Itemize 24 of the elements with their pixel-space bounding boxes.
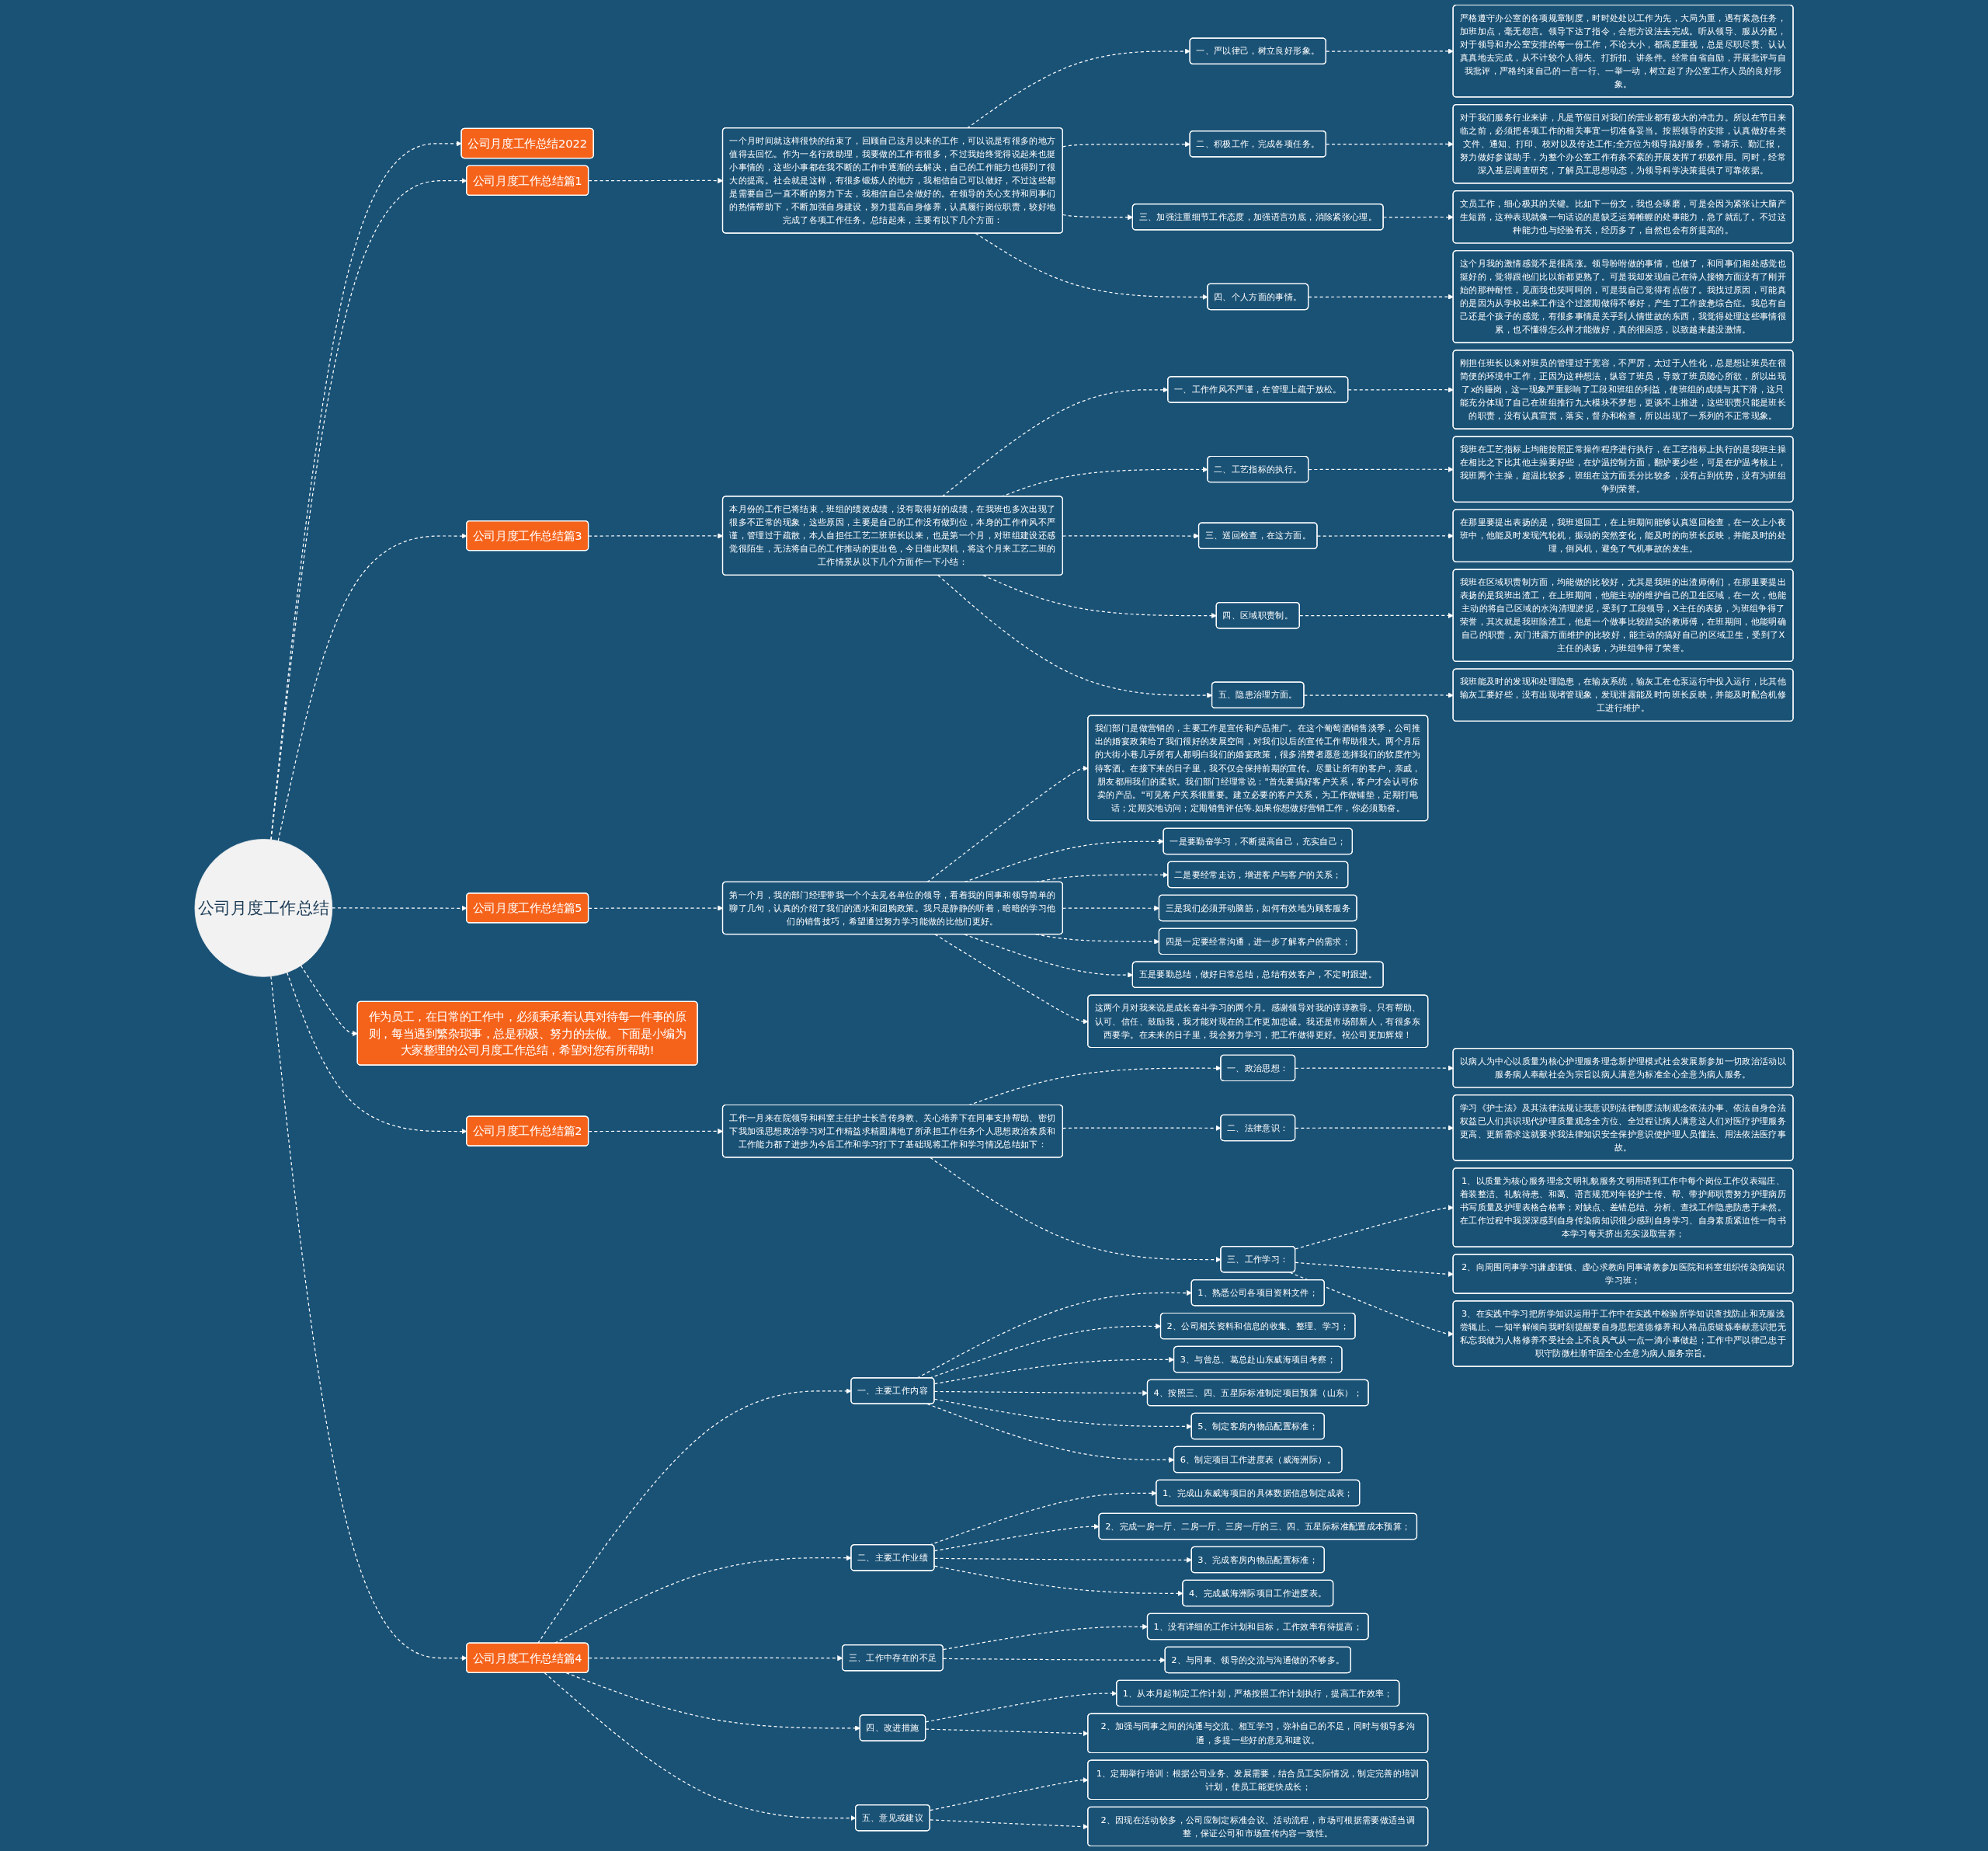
arrow (933, 1398, 1192, 1429)
arrow (1316, 533, 1454, 539)
arrow (1295, 1065, 1454, 1071)
arrow (1289, 1272, 1454, 1337)
arrow (1062, 141, 1190, 148)
arrow (916, 1289, 1192, 1379)
arrow (565, 1672, 860, 1731)
arrow (1347, 387, 1454, 393)
arrow (933, 1557, 1192, 1563)
arrow (1295, 1125, 1454, 1131)
arrow (966, 48, 1190, 129)
arrow (1299, 612, 1454, 619)
arrow (933, 1523, 1100, 1552)
arrow (1326, 48, 1454, 54)
arrow (982, 575, 1217, 619)
arrow (1308, 294, 1454, 300)
arrow (1295, 1205, 1454, 1250)
arrow (300, 965, 358, 1037)
arrow (1295, 1261, 1454, 1277)
arrow (943, 1657, 1166, 1663)
arrow (1308, 466, 1454, 472)
node-circle (194, 839, 333, 977)
arrow (1326, 141, 1454, 148)
arrow (1303, 692, 1454, 698)
